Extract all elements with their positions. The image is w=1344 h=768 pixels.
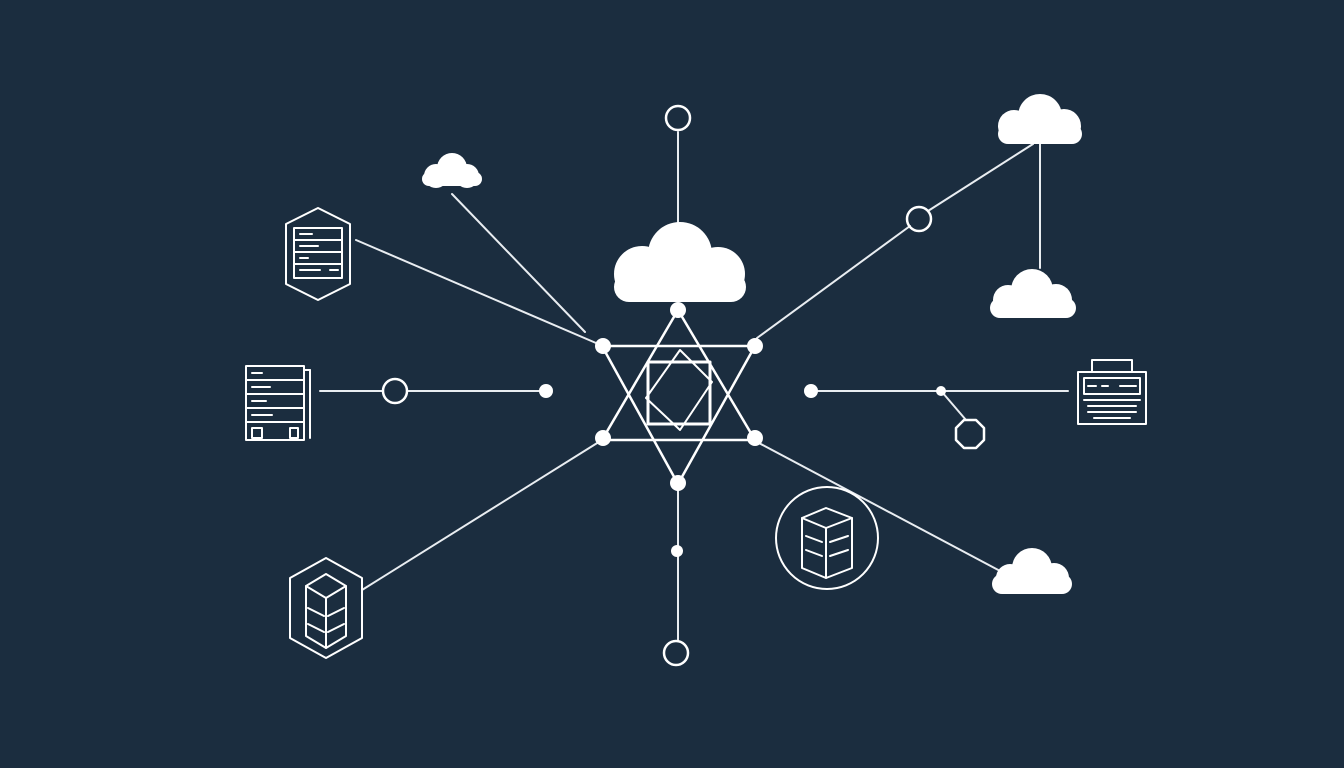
connector-lower-right — [756, 441, 1003, 573]
terminal-keyboard-icon[interactable] — [1077, 359, 1147, 425]
cloud-icon[interactable] — [422, 153, 482, 188]
ring-node-icon[interactable] — [381, 377, 409, 405]
connector-upper-right — [756, 225, 911, 339]
ring-node-icon[interactable] — [664, 104, 692, 132]
connector-upper-left-server — [355, 239, 604, 347]
connector-right-branch — [941, 391, 967, 421]
ring-nodes — [381, 104, 933, 667]
hub-nodes — [539, 302, 946, 557]
circle-server-icon[interactable] — [775, 486, 879, 590]
cloud-icon[interactable] — [990, 269, 1076, 318]
connector-upper-right-2 — [927, 143, 1034, 212]
ring-node-icon[interactable] — [662, 639, 690, 667]
cloud-icon[interactable] — [992, 548, 1072, 594]
hexagon-server-icon[interactable] — [285, 207, 351, 301]
connector-top-left-cloud — [451, 193, 586, 333]
octagon-node-icon[interactable] — [954, 418, 986, 450]
connector-lower-left — [361, 439, 603, 591]
connector-lines — [319, 131, 1069, 641]
cloud-icon[interactable] — [998, 94, 1082, 144]
hexagon-storage-cube-icon[interactable] — [289, 557, 363, 659]
server-rack-icon[interactable] — [245, 365, 311, 441]
ring-node-icon[interactable] — [905, 205, 933, 233]
hexagram-network-hub-icon[interactable] — [600, 308, 757, 486]
cloud-icon[interactable] — [614, 222, 746, 302]
